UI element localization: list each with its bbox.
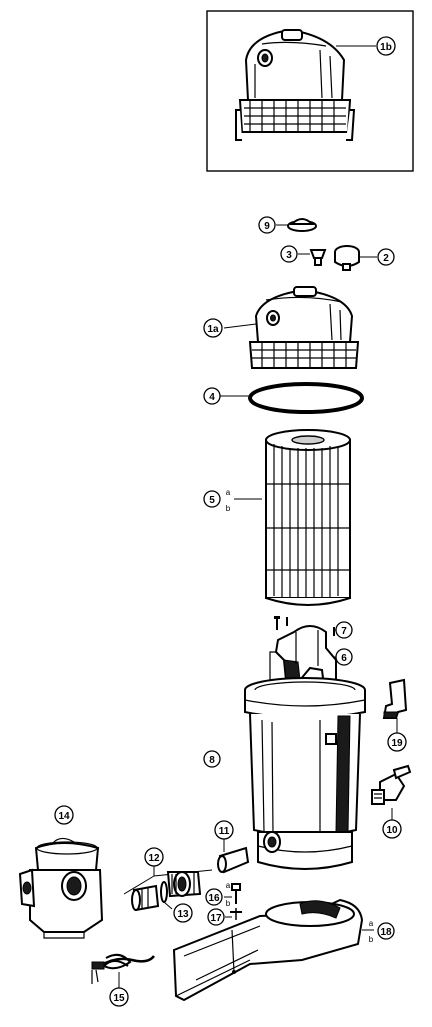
part-7-screws[interactable] bbox=[274, 616, 337, 636]
callout-7: 7 bbox=[335, 621, 353, 639]
part-4-o-ring[interactable] bbox=[220, 382, 364, 414]
callout-16-suffix-b: b bbox=[226, 899, 231, 908]
part-11-drain-valve[interactable] bbox=[371, 764, 412, 820]
callout-3-label: 3 bbox=[286, 250, 292, 261]
callout-13: 13 bbox=[173, 903, 193, 923]
callout-4: 4 bbox=[203, 387, 221, 405]
callout-6-label: 6 bbox=[341, 653, 347, 664]
callout-8: 8 bbox=[203, 750, 221, 768]
callout-15-label: 15 bbox=[113, 993, 125, 1004]
callout-16: 16 a b bbox=[205, 881, 231, 908]
callout-4-label: 4 bbox=[209, 392, 215, 403]
callout-5-suffix-a: a bbox=[226, 488, 231, 497]
part-3-relief-valve[interactable] bbox=[298, 249, 327, 266]
part-18-base[interactable] bbox=[172, 898, 374, 1002]
callout-14: 14 bbox=[54, 805, 74, 825]
callout-5-label: 5 bbox=[209, 495, 215, 506]
callout-1b: 1b bbox=[376, 36, 396, 56]
callout-16-label: 16 bbox=[208, 893, 220, 904]
callout-17-label: 17 bbox=[210, 913, 222, 924]
callout-17: 17 bbox=[207, 908, 225, 926]
part-10-strainer[interactable] bbox=[217, 839, 250, 874]
callout-14-label: 14 bbox=[58, 811, 70, 822]
callout-18-suffix-a: a bbox=[369, 919, 374, 928]
callout-19: 19 bbox=[387, 732, 407, 752]
callout-12: 12 bbox=[144, 847, 164, 867]
part-5-cartridge[interactable] bbox=[234, 429, 351, 606]
callout-3: 3 bbox=[280, 245, 298, 263]
inset-frame bbox=[206, 10, 414, 172]
callout-12-label: 12 bbox=[148, 853, 160, 864]
callout-5-suffix-b: b bbox=[226, 504, 231, 513]
callout-5: 5 a b bbox=[203, 488, 231, 513]
part-8-tank[interactable] bbox=[244, 677, 366, 870]
part-16-17-hardware[interactable] bbox=[224, 883, 242, 920]
part-13-union-o-ring[interactable] bbox=[160, 881, 173, 910]
part-2-gauge[interactable] bbox=[334, 245, 377, 271]
part-6-manifold[interactable] bbox=[269, 625, 346, 687]
callout-9: 9 bbox=[258, 216, 276, 234]
callout-6: 6 bbox=[335, 648, 353, 666]
callout-2: 2 bbox=[377, 248, 395, 266]
callout-18: 18 a b bbox=[369, 919, 395, 944]
callout-19-label: 19 bbox=[391, 738, 403, 749]
part-1b-alternate-lid[interactable] bbox=[235, 28, 376, 141]
part-1a-lid[interactable] bbox=[223, 286, 360, 369]
part-15-cord[interactable] bbox=[91, 953, 155, 988]
callout-2-label: 2 bbox=[383, 253, 389, 264]
part-14-pump[interactable] bbox=[18, 837, 104, 939]
callout-11-label: 10 bbox=[386, 825, 398, 836]
callout-18-label: 18 bbox=[380, 927, 392, 938]
callout-11: 10 bbox=[382, 819, 402, 839]
callout-16-suffix-a: a bbox=[226, 881, 231, 890]
callout-9-label: 9 bbox=[264, 221, 270, 232]
callout-13-label: 13 bbox=[177, 909, 189, 920]
callout-10: 11 bbox=[214, 820, 234, 840]
callout-15: 15 bbox=[109, 987, 129, 1007]
callout-10-label: 11 bbox=[219, 826, 230, 837]
part-19-bracket[interactable] bbox=[382, 678, 408, 733]
callout-8-label: 8 bbox=[209, 755, 215, 766]
callout-18-suffix-b: b bbox=[369, 935, 374, 944]
callout-7-label: 7 bbox=[341, 626, 347, 637]
callout-1b-label: 1b bbox=[380, 42, 392, 53]
callout-1a-label: 1a bbox=[207, 324, 219, 335]
callout-1a: 1a bbox=[203, 318, 223, 338]
part-9-cap[interactable] bbox=[276, 218, 317, 232]
part-12-union[interactable] bbox=[123, 866, 213, 912]
